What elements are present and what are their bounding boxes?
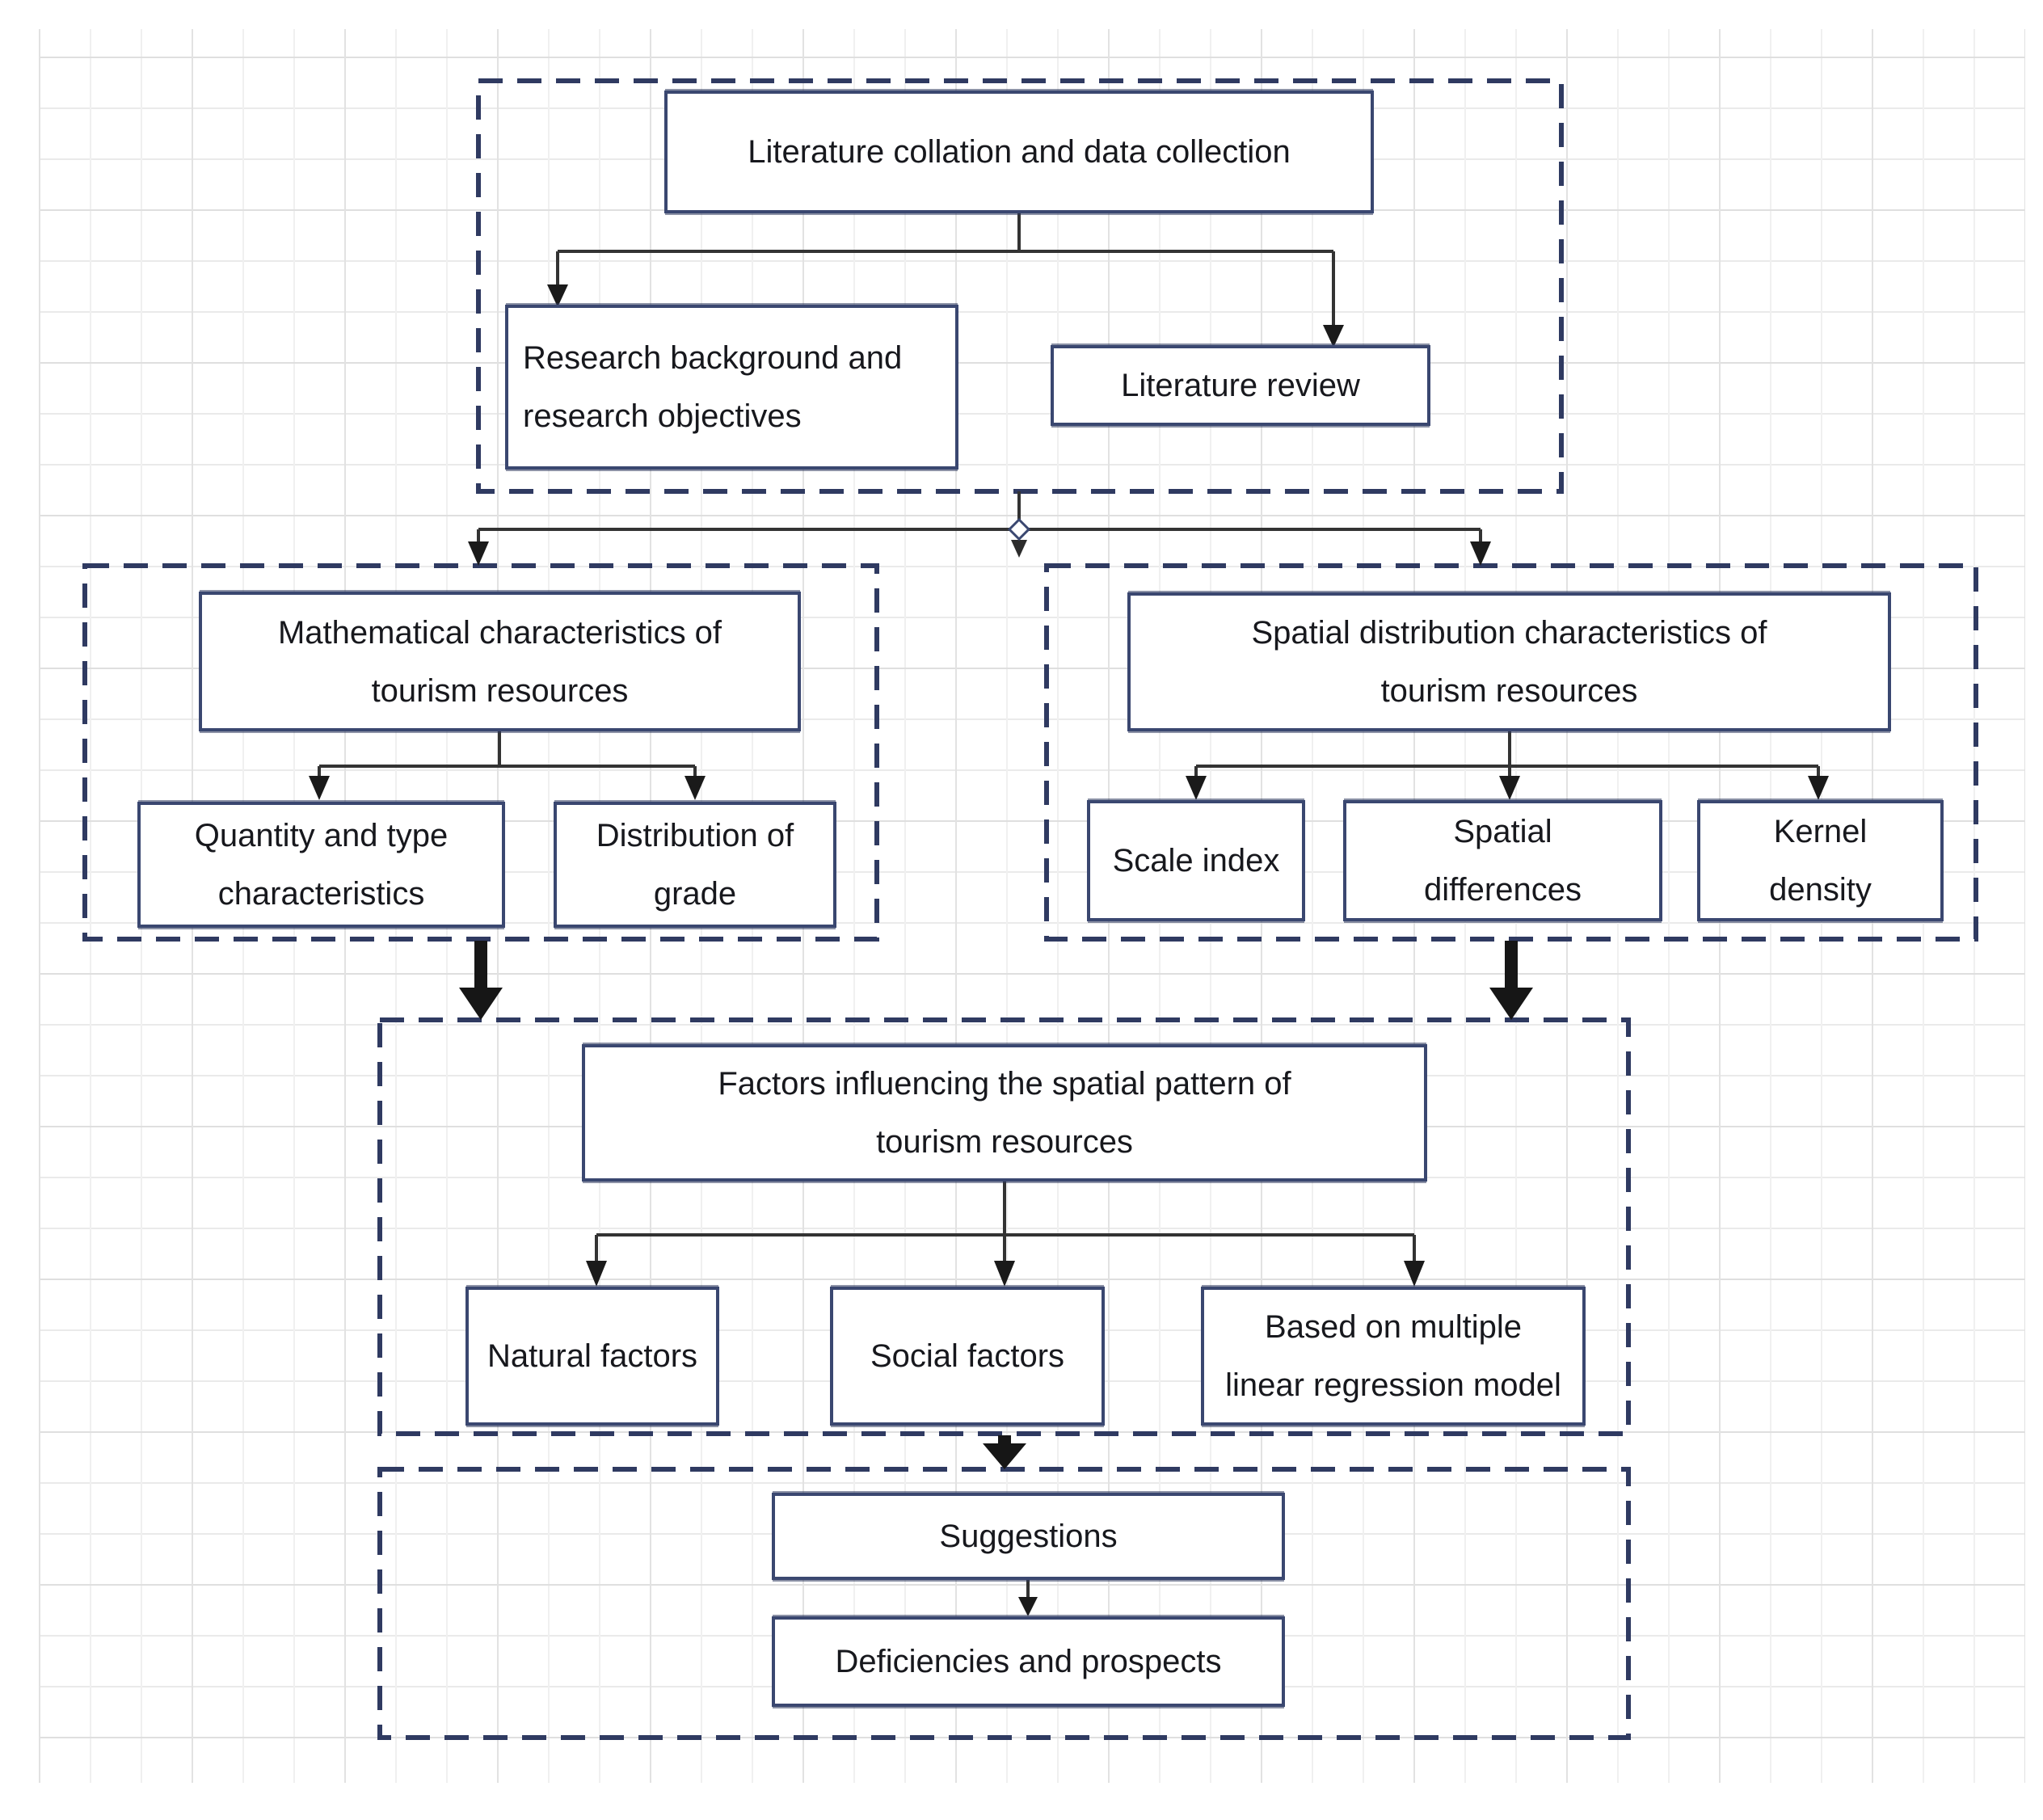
- dashed-group-mathematical: [82, 563, 879, 942]
- node-label: Spatial: [1453, 814, 1552, 849]
- thick-arrows: [459, 941, 1533, 1469]
- node-label: Research background and: [523, 340, 903, 376]
- node-suggestions: Suggestions: [772, 1493, 1285, 1580]
- node-label: Literature review: [1121, 368, 1360, 403]
- node-kernel-density: Kernel density: [1697, 800, 1944, 921]
- node-literature-collation: Literature collation and data collection: [664, 91, 1374, 213]
- node-label: Mathematical characteristics of: [277, 614, 722, 651]
- node-label: Natural factors: [487, 1338, 698, 1374]
- node-label: linear regression model: [1225, 1367, 1561, 1403]
- node-label: Quantity and type: [194, 818, 449, 853]
- junction-diamond: [1007, 517, 1031, 558]
- node-literature-review: Literature review: [1051, 345, 1430, 426]
- node-label: tourism resources: [371, 672, 629, 709]
- node-spatial-distribution: Spatial distribution characteristics of …: [1127, 592, 1891, 731]
- node-label: differences: [1424, 872, 1582, 908]
- thick-arrow-factors-to-suggestions: [983, 1435, 1026, 1469]
- node-label: Based on multiple: [1265, 1309, 1522, 1345]
- node-factors-influencing: Factors influencing the spatial pattern …: [582, 1044, 1427, 1182]
- node-label: Literature collation and data collection: [748, 134, 1291, 170]
- node-social-factors: Social factors: [830, 1287, 1105, 1426]
- thick-arrow-math-to-factors: [459, 941, 503, 1020]
- dashed-group-spatial: [1044, 563, 1978, 942]
- node-label: Scale index: [1112, 843, 1280, 878]
- node-label: tourism resources: [876, 1124, 1133, 1160]
- node-label: research objectives: [523, 398, 802, 434]
- node-research-background: Research background and research objecti…: [505, 305, 958, 470]
- node-label: Factors influencing the spatial pattern …: [718, 1066, 1291, 1102]
- arrowheads: [309, 284, 1829, 1616]
- node-label: Deficiencies and prospects: [835, 1644, 1222, 1679]
- node-label: Spatial distribution characteristics of: [1251, 615, 1767, 651]
- node-label: grade: [653, 876, 737, 912]
- node-natural-factors: Natural factors: [465, 1287, 719, 1426]
- node-quantity-type: Quantity and type characteristics: [137, 802, 505, 928]
- node-label: tourism resources: [1380, 673, 1638, 709]
- node-label: density: [1769, 872, 1872, 908]
- dashed-group-suggestions: [377, 1467, 1631, 1740]
- node-label: Distribution of: [596, 818, 794, 853]
- node-scale-index: Scale index: [1087, 800, 1305, 921]
- node-label: Suggestions: [939, 1519, 1118, 1554]
- node-regression-model: Based on multiple linear regression mode…: [1201, 1287, 1586, 1426]
- thick-arrow-spatial-to-factors: [1489, 941, 1533, 1020]
- node-label: Kernel: [1773, 814, 1868, 849]
- node-spatial-differences: Spatial differences: [1343, 800, 1662, 921]
- dashed-group-factors: [377, 1017, 1631, 1436]
- node-deficiencies: Deficiencies and prospects: [772, 1616, 1285, 1707]
- node-mathematical-characteristics: Mathematical characteristics of tourism …: [199, 592, 801, 731]
- node-label: Social factors: [870, 1338, 1065, 1374]
- connector-lines: [318, 213, 1820, 1599]
- node-distribution-grade: Distribution of grade: [554, 802, 836, 928]
- node-label: characteristics: [217, 876, 425, 912]
